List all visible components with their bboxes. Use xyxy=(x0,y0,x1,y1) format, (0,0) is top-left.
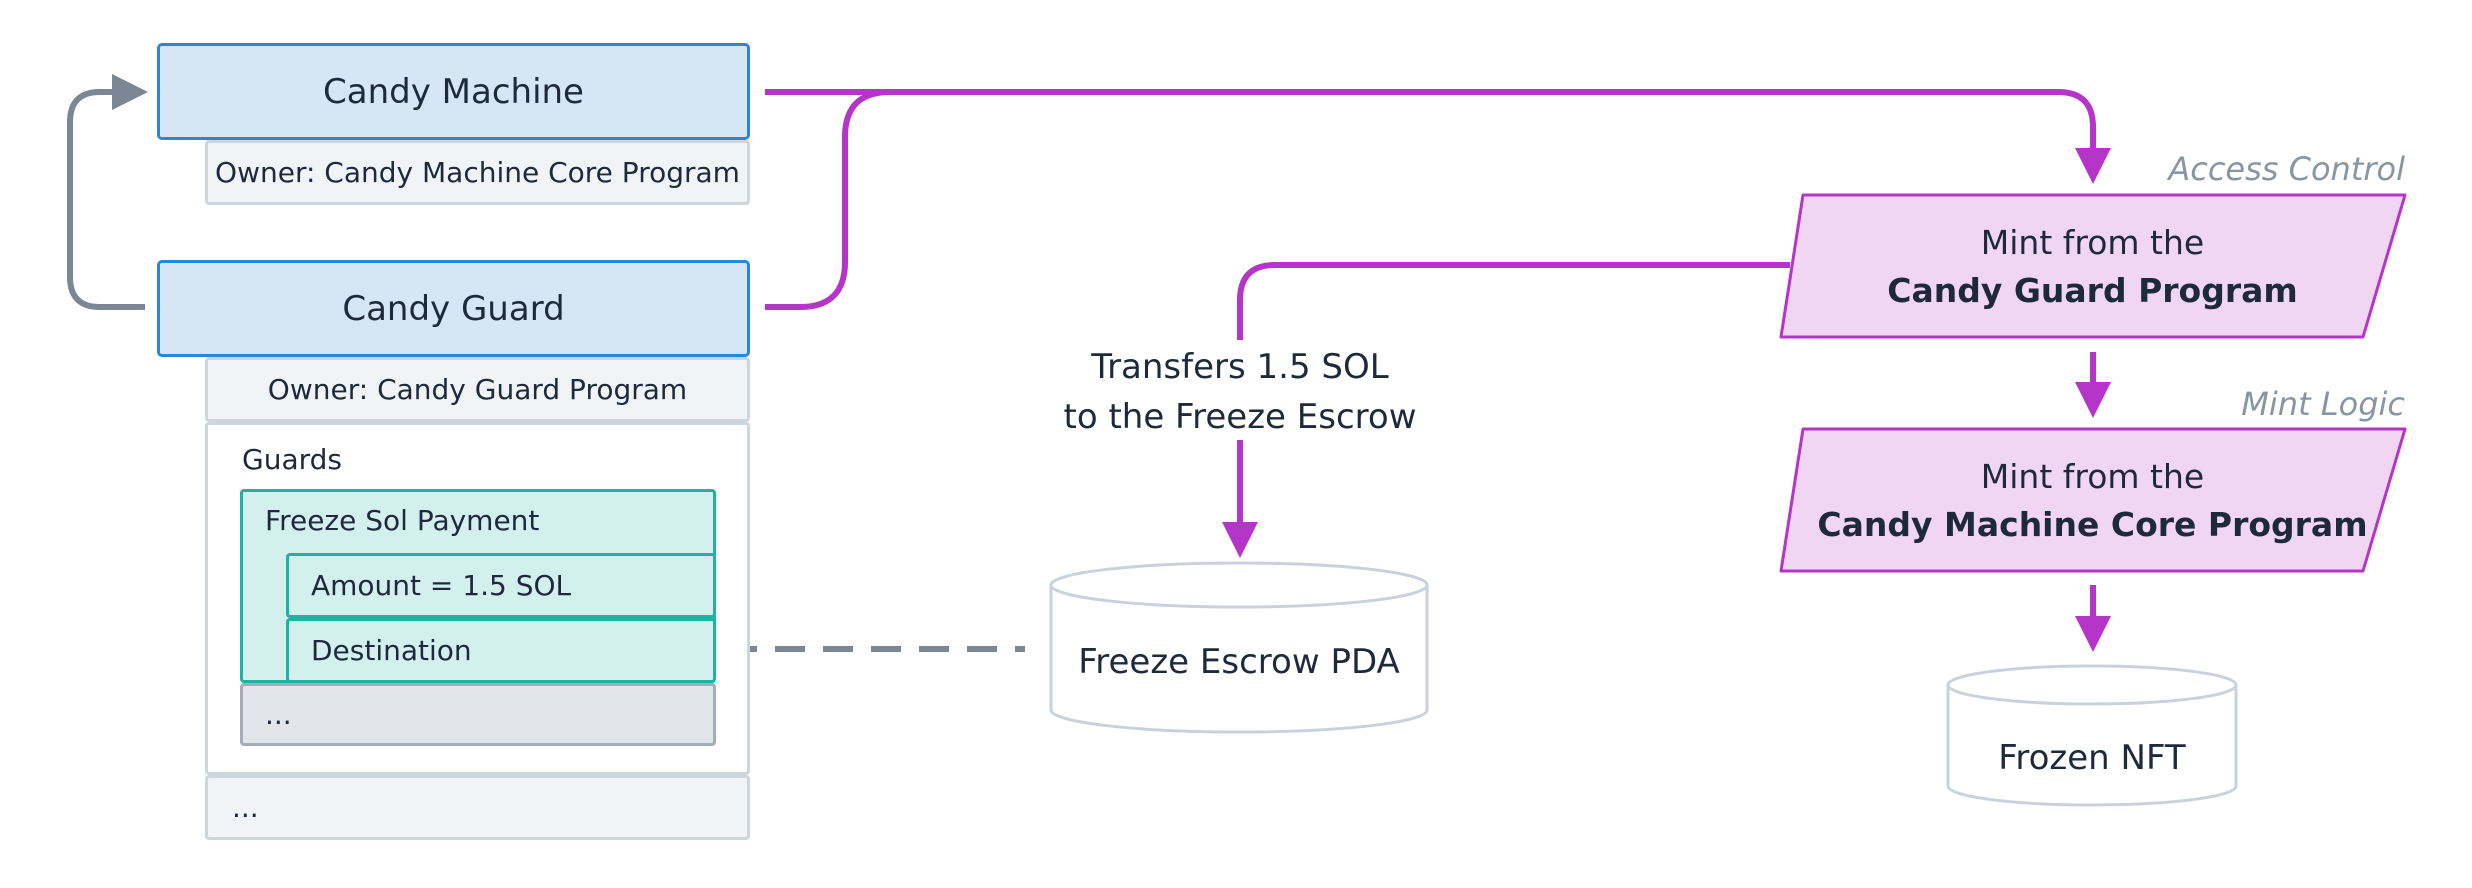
access-control-line2: Candy Guard Program xyxy=(1887,271,2298,310)
candy-guard-owner: Owner: Candy Guard Program xyxy=(205,357,750,422)
more-fields-label: ... xyxy=(232,791,259,824)
freeze-escrow-label: Freeze Escrow PDA xyxy=(1078,642,1400,682)
transfer-label-line1: Transfers 1.5 SOL xyxy=(1091,347,1389,387)
access-control-line1: Mint from the xyxy=(1980,223,2205,262)
more-guards-label: ... xyxy=(265,698,292,731)
amount-setting-label: Amount = 1.5 SOL xyxy=(311,569,572,602)
access-control-to-transfer-connector xyxy=(1237,262,1790,340)
candy-machine-owner: Owner: Candy Machine Core Program xyxy=(205,140,750,205)
transfer-label-line2: to the Freeze Escrow xyxy=(1063,397,1417,437)
transfer-label: Transfers 1.5 SOL to the Freeze Escrow xyxy=(1040,342,1440,442)
frozen-nft-label: Frozen NFT xyxy=(1998,738,2186,778)
mint-logic-step-shape xyxy=(1779,427,2407,573)
candy-machine-account: Candy Machine xyxy=(157,43,750,140)
access-control-tag: Access Control xyxy=(2168,150,2405,188)
mint-logic-tag: Mint Logic xyxy=(2241,385,2405,423)
destination-setting: Destination xyxy=(286,618,716,683)
machine-to-access-control-connector xyxy=(765,89,2111,184)
candy-guard-title: Candy Guard xyxy=(342,288,565,329)
mint-logic-line1: Mint from the xyxy=(1980,457,2205,496)
mint-logic-line2: Candy Machine Core Program xyxy=(1817,505,2368,544)
more-guards-item: ... xyxy=(240,683,716,746)
access-control-step-shape xyxy=(1779,193,2407,339)
access-control-step: Mint from the Candy Guard Program xyxy=(1800,219,2385,315)
more-fields-item: ... xyxy=(205,775,750,840)
candy-machine-title: Candy Machine xyxy=(323,71,584,112)
guards-panel-label: Guards xyxy=(242,443,342,476)
amount-setting: Amount = 1.5 SOL xyxy=(286,553,716,618)
mint-logic-step: Mint from the Candy Machine Core Program xyxy=(1800,453,2385,549)
freeze-escrow-cylinder xyxy=(1049,561,1429,734)
candy-machine-owner-label: Owner: Candy Machine Core Program xyxy=(215,156,740,189)
guard-to-machine-connector xyxy=(67,74,148,310)
guard-to-access-control-connector xyxy=(765,89,891,310)
destination-setting-label: Destination xyxy=(311,634,472,667)
freeze-sol-payment-title: Freeze Sol Payment xyxy=(265,504,540,537)
frozen-nft-cylinder xyxy=(1946,664,2238,807)
candy-guard-account: Candy Guard xyxy=(157,260,750,357)
candy-guard-owner-label: Owner: Candy Guard Program xyxy=(267,373,688,406)
